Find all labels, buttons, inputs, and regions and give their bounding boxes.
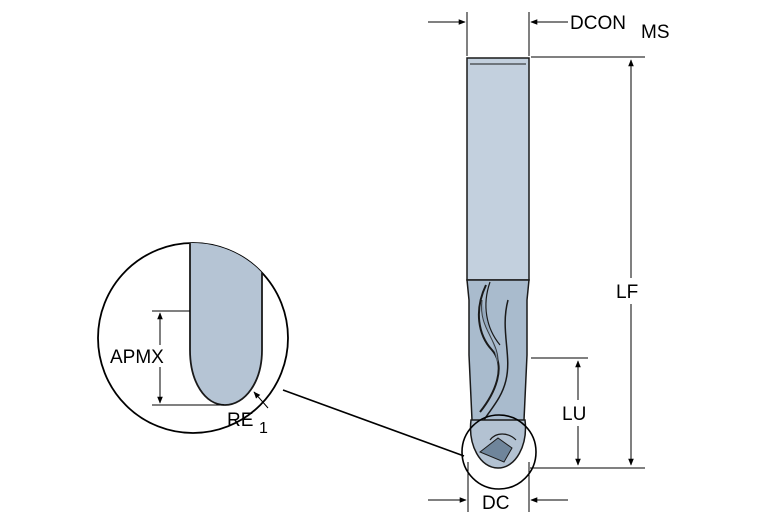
- dcon-dimension: DCON MS: [428, 12, 670, 56]
- dcon-subscript: MS: [641, 22, 670, 43]
- detail-marker-circle: [461, 414, 537, 490]
- tool-flute: [477, 284, 500, 413]
- tool-shank: [466, 57, 530, 281]
- lf-label: LF: [616, 282, 638, 303]
- detail-view: APMX RE 1: [97, 242, 289, 437]
- detail-leader-line: [282, 389, 465, 457]
- dc-label: DC: [482, 493, 509, 514]
- lu-dimension: LU: [531, 357, 598, 466]
- dc-dimension: DC: [428, 462, 568, 514]
- lf-dimension: LF: [530, 56, 650, 469]
- end-mill-tool: [466, 57, 530, 469]
- detail-tool-tip: [189, 243, 263, 406]
- dcon-label: DCON: [570, 13, 626, 34]
- apmx-label: APMX: [110, 347, 164, 368]
- re-label: RE: [227, 410, 253, 431]
- re-arrow: [253, 391, 269, 409]
- lu-label: LU: [562, 404, 586, 425]
- re-subscript: 1: [259, 420, 268, 437]
